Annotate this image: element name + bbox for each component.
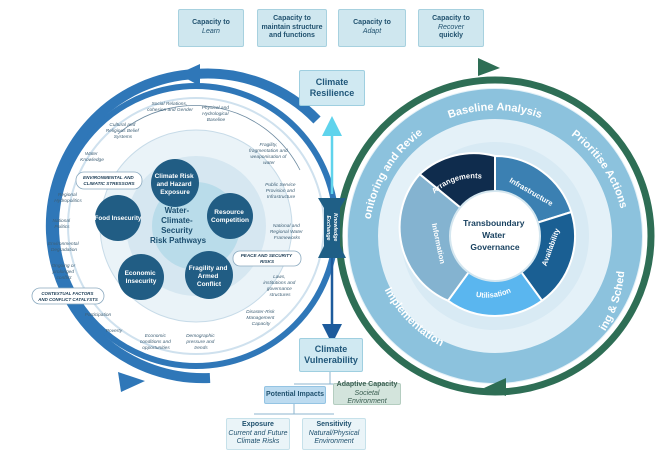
- tag-environmental-label: ENVIRONMENTAL AND CLIMATIC STRESSORS: [83, 175, 136, 186]
- tag-contextual-box: [31, 287, 105, 305]
- factor-ongoing-conflict: Ongoing or prolonged conflict: [51, 263, 76, 281]
- capacity-learn-box: Capacity to Learn: [178, 9, 244, 47]
- tag-peace-label: PEACE AND SECURITY RISKS: [241, 253, 294, 264]
- climate-resilience-line2: Resilience: [309, 88, 355, 98]
- exposure-title: Exposure: [242, 420, 274, 428]
- capacity-maintain-box: Capacity to maintain structure and funct…: [257, 9, 327, 47]
- capacity-adapt-value: Adapt: [362, 28, 382, 35]
- node-food-label: Food Insecurity: [95, 215, 142, 222]
- capacity-adapt-heading: Capacity to: [353, 19, 391, 27]
- capacity-recover-line3: quickly: [438, 32, 464, 40]
- right-arrowhead-bottom: [484, 378, 506, 396]
- climate-vulnerability-box: Climate Vulnerability: [299, 338, 363, 372]
- factor-economic-conditions: Economic conditions and opportunities: [140, 333, 172, 351]
- left-center-label: Water- Climate- Security Risk Pathways: [150, 206, 207, 245]
- factor-cultural: Cultural and Religious Belief Systems: [106, 122, 140, 140]
- capacity-maintain-line3: and functions: [269, 32, 315, 40]
- capacity-learn-heading: Capacity to: [192, 19, 230, 27]
- right-process-ring: [348, 89, 642, 383]
- node-fragility-circle: [185, 251, 233, 299]
- factor-regional-hydropolitics: Regional Hydropolitics: [54, 192, 82, 204]
- factor-disaster: Disaster-Risk Management Capacity: [246, 309, 276, 327]
- factor-public-service: Public Service Provision and Infrastruct…: [265, 182, 297, 200]
- sensitivity-sub2: Environment: [314, 438, 354, 446]
- factor-water-knowledge: Water Knowledge: [80, 151, 104, 163]
- capacity-maintain-line2: maintain structure: [261, 23, 323, 31]
- tag-environmental-box: [75, 171, 143, 190]
- capacity-recover-box: Capacity to Recover quickly: [418, 9, 484, 47]
- tag-peace-box: [232, 250, 302, 267]
- adaptive-capacity-title: Adaptive Capacity: [336, 380, 398, 388]
- factor-national-frameworks: National and Regional Water Frameworks: [270, 223, 304, 241]
- factor-poverty: Poverty: [106, 328, 123, 334]
- node-food-circle: [95, 195, 141, 241]
- node-economic-label: Economic Insecurity: [125, 270, 158, 285]
- factor-demographic: Demographic pressure and trends: [185, 333, 216, 351]
- exposure-sub1: Current and Future: [228, 429, 288, 437]
- governance-core: [449, 190, 541, 282]
- left-cycle-arrow: [45, 68, 321, 384]
- left-thin-arrow: [117, 105, 301, 171]
- potential-impacts-box: Potential Impacts: [264, 386, 326, 404]
- sector-information: [398, 172, 497, 302]
- factor-national-politics: National Politics: [53, 218, 72, 230]
- left-arrowhead-bottom: [118, 372, 145, 392]
- adaptive-capacity-box: Adaptive Capacity Societal Environment: [333, 380, 401, 406]
- governance-core-label: Transboundary Water Governance: [463, 218, 527, 252]
- knowledge-exchange-badge: [318, 198, 346, 258]
- knowledge-exchange-label: Knowledge Exchange: [325, 213, 338, 243]
- tag-contextual-label: CONTEXTUAL FACTORS AND CONFLICT CATALYST…: [37, 291, 98, 302]
- exposure-sub2: Climate Risks: [236, 438, 280, 446]
- right-arrowhead-top: [478, 58, 500, 76]
- capacity-recover-value: Recover: [437, 23, 465, 31]
- node-resource-circle: [207, 193, 253, 239]
- adaptive-capacity-sub: Societal Environment: [347, 389, 387, 406]
- node-climate-risk-label: Climate Risk and Hazard Exposure: [155, 173, 196, 196]
- node-climate-risk-circle: [151, 159, 199, 207]
- exposure-box: Exposure Current and Future Climate Risk…: [226, 418, 290, 450]
- node-economic-circle: [118, 254, 164, 300]
- sensitivity-sub1: Natural/Physical: [308, 429, 360, 437]
- factor-fragility: Fragility, fragmentation and weaponisati…: [249, 142, 289, 166]
- capacity-recover-heading: Capacity to: [432, 14, 470, 22]
- capacity-learn-value: Learn: [202, 28, 220, 35]
- climate-vulnerability-line2: Vulnerability: [304, 355, 358, 365]
- factor-env-degradation: Environmental Degradation: [48, 241, 80, 253]
- factor-social: Social Relations, cohesion and Gender: [147, 101, 193, 113]
- left-arrowhead-top: [178, 64, 200, 86]
- factor-laws: Laws, institutions and governance struct…: [263, 274, 296, 298]
- potential-impacts-label: Potential Impacts: [266, 390, 324, 398]
- factor-participation: Participation: [85, 312, 112, 318]
- node-resource-label: Resource Competition: [211, 209, 249, 224]
- factor-physical: Physical and Hydrological Baseline: [202, 105, 231, 123]
- risk-pathways-diagram: Water- Climate- Security Risk Pathways C…: [31, 64, 339, 392]
- sensitivity-title: Sensitivity: [316, 420, 352, 428]
- climate-resilience-box: Climate Resilience: [299, 70, 365, 106]
- sensitivity-box: Sensitivity Natural/Physical Environment: [302, 418, 366, 450]
- node-fragility-label: Fragility and Armed Conflict: [189, 265, 229, 288]
- climate-resilience-line1: Climate: [315, 76, 349, 87]
- climate-vulnerability-line1: Climate: [314, 343, 348, 354]
- capacity-adapt-box: Capacity to Adapt: [338, 9, 406, 47]
- capacity-maintain-heading: Capacity to: [273, 14, 311, 22]
